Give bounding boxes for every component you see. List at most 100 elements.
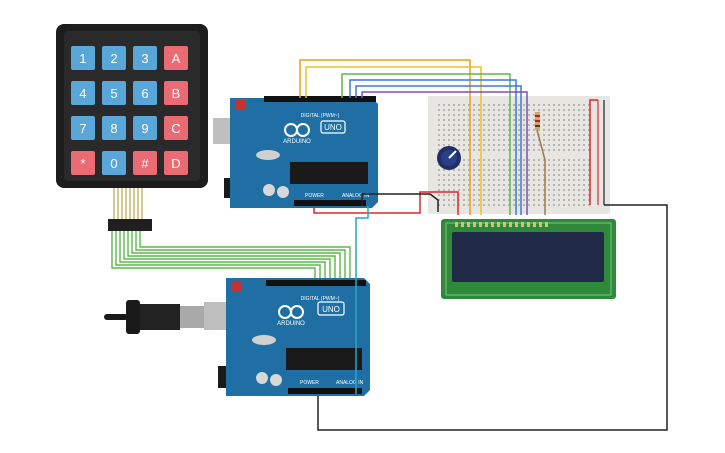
breadboard-hole [558,199,560,201]
keypad-key[interactable] [133,46,157,70]
breadboard-hole [498,204,500,206]
breadboard-hole [503,104,505,106]
arduino-top[interactable]: DIGITAL (PWM~) ARDUINO UNO POWER ANALOG … [213,96,378,208]
breadboard-hole [478,149,480,151]
breadboard-hole [528,109,530,111]
breadboard-hole [533,199,535,201]
breadboard-hole [548,169,550,171]
breadboard-hole [443,189,445,191]
keypad-key[interactable] [71,151,95,175]
breadboard-hole [558,194,560,196]
breadboard-hole [548,204,550,206]
breadboard-hole [583,114,585,116]
breadboard-hole [538,204,540,206]
lcd-pin [545,222,548,227]
breadboard-hole [458,179,460,181]
breadboard-hole [538,149,540,151]
breadboard-hole [568,204,570,206]
capacitor-b-top [277,186,289,198]
breadboard-hole [523,199,525,201]
breadboard-hole [588,189,590,191]
breadboard-hole [528,144,530,146]
breadboard-hole [573,189,575,191]
breadboard-hole [498,114,500,116]
breadboard-hole [583,179,585,181]
breadboard-hole [493,184,495,186]
keypad-key[interactable] [102,81,126,105]
keypad-key[interactable] [164,46,188,70]
breadboard-hole [578,109,580,111]
lcd-pin [467,222,470,227]
breadboard-hole [463,119,465,121]
breadboard-hole [443,119,445,121]
keypad-key[interactable] [71,81,95,105]
breadboard-hole [588,174,590,176]
keypad-key[interactable] [164,81,188,105]
breadboard-hole [573,129,575,131]
breadboard-hole [528,129,530,131]
breadboard-hole [473,124,475,126]
breadboard-hole [558,144,560,146]
breadboard-hole [463,189,465,191]
breadboard-hole [538,109,540,111]
breadboard-hole [573,174,575,176]
breadboard-hole [463,139,465,141]
breadboard-hole [548,189,550,191]
keypad-key[interactable] [133,81,157,105]
breadboard-hole [458,129,460,131]
breadboard-hole [483,144,485,146]
breadboard-hole [438,114,440,116]
keypad-key[interactable] [164,116,188,140]
breadboard-hole [468,179,470,181]
breadboard-hole [493,129,495,131]
breadboard-hole [463,174,465,176]
breadboard-hole [513,129,515,131]
breadboard[interactable] [428,96,610,214]
keypad-key[interactable] [133,116,157,140]
breadboard-hole [583,189,585,191]
breadboard-hole [563,119,565,121]
breadboard-hole [493,104,495,106]
breadboard-hole [508,194,510,196]
breadboard-hole [568,139,570,141]
breadboard-hole [468,149,470,151]
breadboard-hole [568,129,570,131]
breadboard-hole [513,174,515,176]
breadboard-hole [533,129,535,131]
breadboard-hole [513,109,515,111]
reset-button-bottom[interactable] [232,282,242,292]
breadboard-hole [463,129,465,131]
keypad-key[interactable] [102,116,126,140]
breadboard-hole [478,159,480,161]
keypad-key[interactable] [102,46,126,70]
breadboard-hole [553,204,555,206]
breadboard-hole [518,194,520,196]
arduino-bottom[interactable]: DIGITAL (PWM~) ARDUINO UNO POWER ANALOG … [204,278,370,396]
breadboard-hole [553,184,555,186]
breadboard-hole [538,169,540,171]
breadboard-hole [438,144,440,146]
breadboard-hole [548,184,550,186]
lcd-display[interactable] [441,219,616,299]
breadboard-hole [508,184,510,186]
keypad-key[interactable] [71,46,95,70]
keypad-key[interactable] [71,116,95,140]
keypad-key-label: 6 [141,86,148,101]
breadboard-hole [578,119,580,121]
keypad-key[interactable] [102,151,126,175]
keypad-key[interactable] [164,151,188,175]
breadboard-hole [513,159,515,161]
breadboard-hole [448,194,450,196]
breadboard-hole [513,149,515,151]
reset-button-top[interactable] [236,100,246,110]
breadboard-hole [568,169,570,171]
breadboard-hole [563,114,565,116]
breadboard-hole [443,144,445,146]
breadboard-hole [558,164,560,166]
breadboard-hole [578,124,580,126]
breadboard-hole [583,159,585,161]
keypad-key[interactable] [133,151,157,175]
potentiometer[interactable] [437,146,461,170]
breadboard-hole [533,189,535,191]
